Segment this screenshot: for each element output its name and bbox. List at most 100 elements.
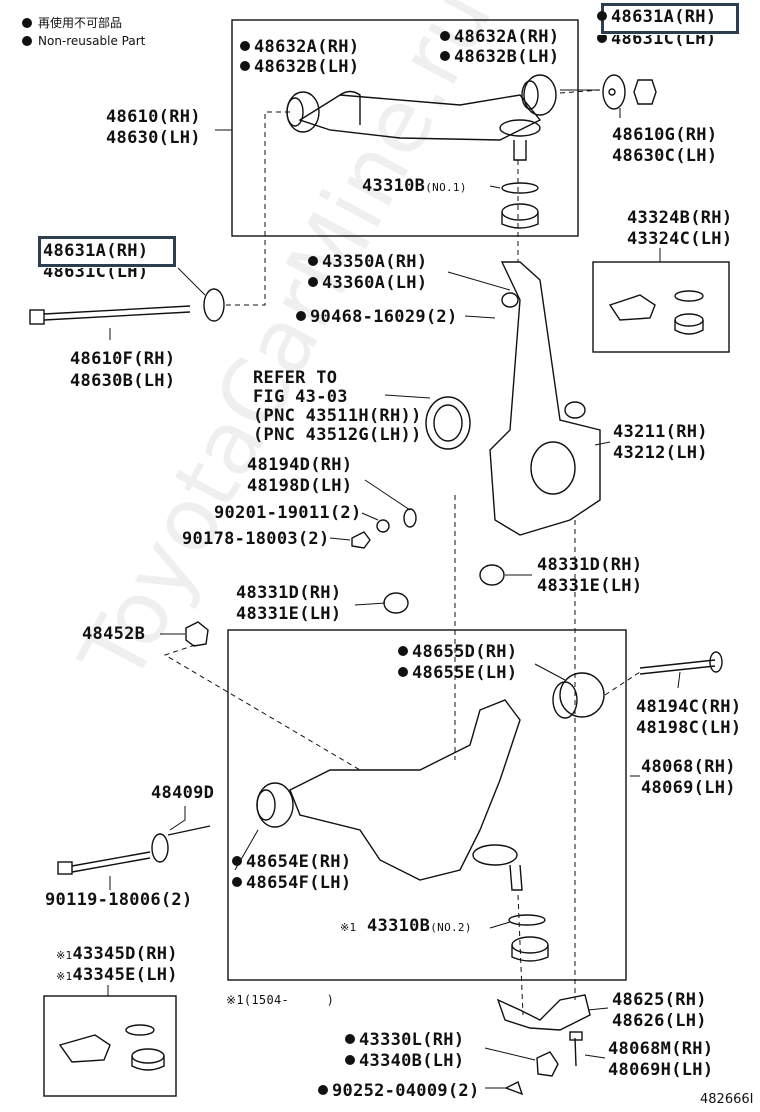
label-refer-pnc-lh: (PNC 43512G(LH)) [253, 425, 422, 445]
label-90178[interactable]: 90178-18003(2) [182, 529, 330, 549]
washer-90201 [376, 519, 390, 533]
label-43340b[interactable]: 43340B(LH) [345, 1051, 464, 1071]
label-43345e[interactable]: ※143345E(LH) [56, 965, 178, 985]
boot-top-kit [674, 313, 704, 327]
label-43345d[interactable]: ※143345D(RH) [56, 944, 178, 964]
non-reusable-dot-icon [232, 856, 242, 866]
lower-bushing-right-inner [552, 681, 578, 719]
boot-kit-box-bottom [43, 995, 177, 1097]
label-48068[interactable]: 48068(RH) [641, 757, 736, 777]
non-reusable-dot-icon [308, 256, 318, 266]
label-48655e[interactable]: 48655E(LH) [398, 663, 517, 683]
label-43310b-bottom[interactable]: ※1 43310B(NO.2) [340, 916, 472, 936]
non-reusable-dot-icon [22, 18, 32, 28]
label-48630b[interactable]: 48630B(LH) [70, 371, 176, 391]
lower-ball-joint [472, 844, 518, 866]
bolt-head-48610f [29, 309, 45, 325]
figure-code: 482666I [700, 1092, 754, 1107]
label-48194d[interactable]: 48194D(RH) [247, 455, 353, 475]
lower-arm-shape [289, 699, 521, 881]
bracket-48625 [496, 994, 591, 1031]
label-43310b-top[interactable]: 43310B(NO.1) [362, 176, 467, 196]
cam-48409d [151, 833, 169, 863]
label-43324c[interactable]: 43324C(LH) [627, 229, 733, 249]
upper-ball-stud [513, 140, 527, 161]
label-48631a-left[interactable]: 48631A(RH) [43, 241, 149, 261]
label-48631c-left[interactable]: 48631C(LH) [43, 262, 149, 282]
lower-ball-stud [509, 864, 523, 891]
label-48331d-left[interactable]: 48331D(RH) [236, 583, 342, 603]
label-48610g[interactable]: 48610G(RH) [612, 125, 718, 145]
label-48194c[interactable]: 48194C(RH) [636, 697, 742, 717]
label-90468[interactable]: 90468-16029(2) [296, 307, 458, 327]
label-48409d[interactable]: 48409D [151, 783, 215, 803]
label-48632a-left[interactable]: 48632A(RH) [240, 37, 359, 57]
label-90252[interactable]: 90252-04009(2) [318, 1081, 480, 1101]
label-48198c[interactable]: 48198C(LH) [636, 718, 742, 738]
label-48331e-right[interactable]: 48331E(LH) [537, 576, 643, 596]
label-48631c-top[interactable]: 48631C(LH) [597, 35, 716, 49]
upper-boot [501, 203, 539, 221]
label-48630c[interactable]: 48630C(LH) [612, 146, 718, 166]
label-48632b-right[interactable]: 48632B(LH) [440, 47, 559, 67]
label-43212[interactable]: 43212(LH) [613, 443, 708, 463]
label-refer-to: REFER TO [253, 368, 338, 388]
legend: 再使用不可部品 Non-reusable Part [22, 14, 145, 50]
bolt-head-48068m [569, 1031, 583, 1041]
non-reusable-dot-icon [232, 877, 242, 887]
label-48610f[interactable]: 48610F(RH) [70, 349, 176, 369]
non-reusable-dot-icon [22, 36, 32, 46]
cam-washer-hole [608, 88, 616, 96]
bolt-shaft-48610f-b [43, 311, 191, 321]
label-43330l[interactable]: 43330L(RH) [345, 1030, 464, 1050]
bolt-head-90119 [57, 861, 73, 875]
legend-row-chinese: 再使用不可部品 [22, 14, 145, 32]
non-reusable-dot-icon [440, 51, 450, 61]
nut-90178 [351, 531, 371, 549]
label-48654f[interactable]: 48654F(LH) [232, 873, 351, 893]
leader-48068m [584, 1054, 606, 1059]
label-90201[interactable]: 90201-19011(2) [214, 503, 362, 523]
upper-bushing-right [523, 74, 557, 116]
label-48630[interactable]: 48630(LH) [106, 128, 201, 148]
label-refer-fig[interactable]: FIG 43-03 [253, 387, 348, 407]
label-48331d-right[interactable]: 48331D(RH) [537, 555, 643, 575]
label-48069[interactable]: 48069(LH) [641, 778, 736, 798]
label-48654e[interactable]: 48654E(RH) [232, 852, 351, 872]
leader-48331d-left [354, 602, 386, 606]
non-reusable-dot-icon [398, 646, 408, 656]
upper-arm-box [231, 19, 579, 237]
label-48331e-left[interactable]: 48331E(LH) [236, 604, 342, 624]
leader-43310b-top [489, 185, 501, 189]
label-43360a[interactable]: 43360A(LH) [308, 273, 427, 293]
label-43211[interactable]: 43211(RH) [613, 422, 708, 442]
leader-48409d [169, 806, 186, 831]
leader-48625 [587, 1007, 609, 1011]
label-48632b-left[interactable]: 48632B(LH) [240, 57, 359, 77]
dash-upper-left [225, 111, 290, 306]
label-48198d[interactable]: 48198D(LH) [247, 476, 353, 496]
label-48631a-top[interactable]: 48631A(RH) [597, 7, 716, 27]
label-48655d[interactable]: 48655D(RH) [398, 642, 517, 662]
label-90119[interactable]: 90119-18006(2) [45, 890, 193, 910]
grease-pack-bottom [58, 1034, 111, 1063]
label-48625[interactable]: 48625(RH) [612, 990, 707, 1010]
label-48626[interactable]: 48626(LH) [612, 1011, 707, 1031]
upper-arm-rib [339, 90, 361, 125]
label-48069h[interactable]: 48069H(LH) [608, 1060, 714, 1080]
hub-bearing-inner [433, 404, 463, 442]
non-reusable-dot-icon [296, 311, 306, 321]
leader-48194c [677, 671, 681, 689]
lower-bushing-left-inner [256, 789, 276, 821]
boot-bottom-kit-side [131, 1056, 165, 1071]
label-48068m[interactable]: 48068M(RH) [608, 1039, 714, 1059]
label-43350a[interactable]: 43350A(RH) [308, 252, 427, 272]
label-48632a-right[interactable]: 48632A(RH) [440, 27, 559, 47]
non-reusable-dot-icon [597, 11, 607, 21]
label-43324b[interactable]: 43324B(RH) [627, 208, 733, 228]
label-48452b[interactable]: 48452B [82, 624, 146, 644]
lower-bushing-right [559, 672, 605, 718]
dash-upper-right [559, 89, 601, 94]
ring-no2 [508, 914, 546, 926]
label-48610[interactable]: 48610(RH) [106, 107, 201, 127]
